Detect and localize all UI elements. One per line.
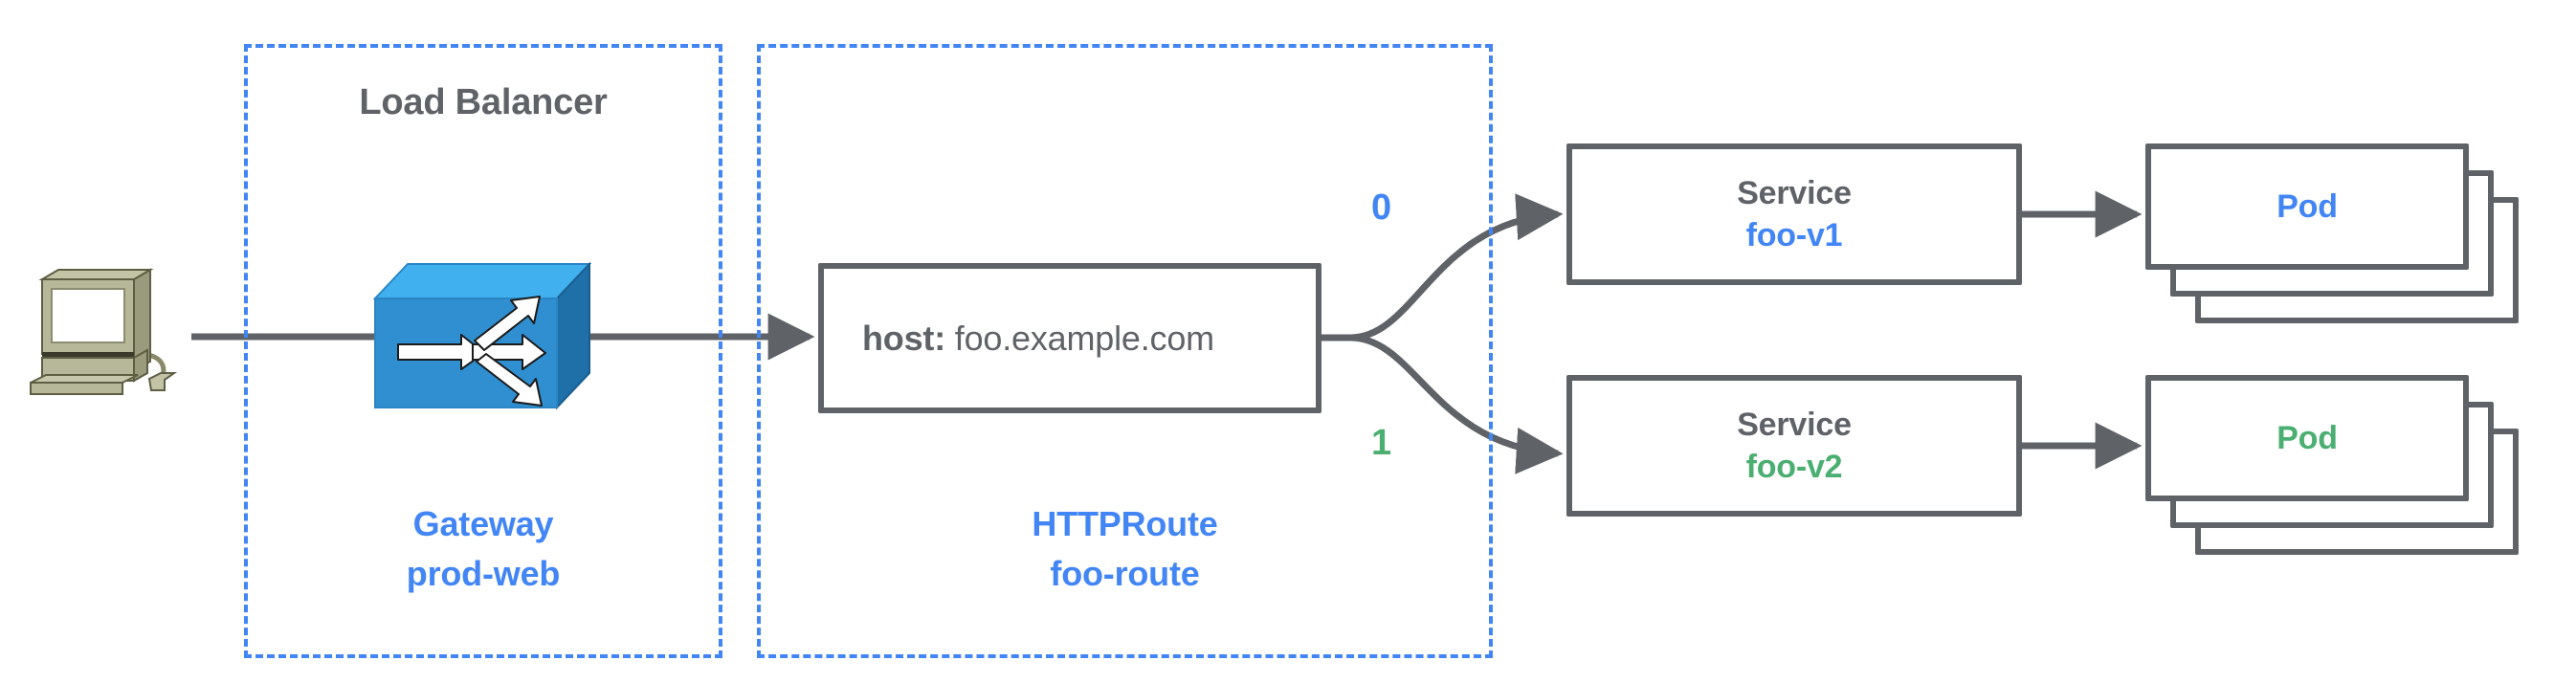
load-balancer-icon [372,260,603,413]
service-kind-label: Service [1737,175,1852,211]
gateway-kind-label: Gateway [412,504,554,543]
httproute-rule-value: foo.example.com [954,318,1214,358]
gateway-group-boundary [244,44,722,658]
pod-stack-foo-v2[interactable]: Pod [2145,375,2538,566]
pod-layer-front[interactable]: Pod [2145,143,2469,270]
service-kind-label: Service [1737,407,1852,443]
httproute-kind-label: HTTPRoute [1032,504,1218,543]
httproute-caption: HTTPRoute foo-route [757,499,1493,599]
pod-label: Pod [2276,419,2338,456]
gateway-name-label: prod-web [406,554,561,593]
edge-branch-0 [1350,193,1564,342]
pod-stack-foo-v1[interactable]: Pod [2145,143,2538,335]
httproute-group-boundary [757,44,1493,658]
gateway-caption: Gateway prod-web [244,499,722,599]
load-balancer-title: Load Balancer [359,82,608,122]
client-computer-icon [21,262,203,415]
service-box-foo-v2[interactable]: Service foo-v2 [1566,375,2022,517]
httproute-name-label: foo-route [1050,554,1200,593]
service-name-label: foo-v2 [1745,449,1843,485]
httproute-rule-key: host: [862,318,945,358]
branch-weight-1: 1 [1371,423,1391,463]
service-name-label: foo-v1 [1745,217,1843,253]
edge-branch-1 [1350,334,1564,474]
httproute-rule-box[interactable]: host: foo.example.com [818,263,1321,413]
pod-label: Pod [2276,187,2338,225]
httproute-rule-text: host: foo.example.com [824,319,1214,359]
service-box-foo-v1[interactable]: Service foo-v1 [1566,143,2022,285]
pod-layer-front[interactable]: Pod [2145,375,2469,501]
branch-weight-0: 0 [1371,187,1391,228]
